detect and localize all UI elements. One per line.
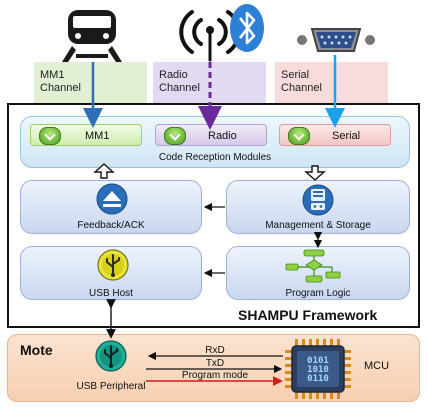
usb-peripheral-label: USB Peripheral [76, 381, 146, 392]
serial-port-icon [297, 28, 375, 52]
chip-bits-row-1: 0101 [307, 356, 329, 366]
storage-icon [302, 184, 334, 216]
program-logic-label: Program Logic [285, 288, 351, 299]
check-badge-icon [39, 127, 61, 145]
radio-module: Radio [155, 124, 267, 146]
check-badge-icon [288, 127, 310, 145]
serial-channel-label: Serial Channel [275, 62, 388, 108]
usb-icon [97, 249, 129, 281]
chip-bits-row-2: 1010 [307, 365, 329, 375]
check-badge-icon [164, 127, 186, 145]
rxd-label: RxD [205, 345, 225, 356]
txd-label: TxD [205, 358, 225, 369]
serial-module-label: Serial [332, 130, 361, 142]
train-icon [62, 10, 122, 62]
usb-peripheral-icon [95, 340, 127, 372]
usb-host-label: USB Host [89, 288, 133, 299]
mm1-module: MM1 [30, 124, 142, 146]
chip-bits-row-3: 0110 [307, 374, 329, 384]
mote-panel [7, 334, 420, 402]
eject-icon [96, 183, 128, 215]
serial-module: Serial [279, 124, 391, 146]
radio-module-label: Radio [208, 130, 237, 142]
top-icons-layer [62, 4, 375, 62]
program-mode-label: Program mode [181, 370, 249, 381]
framework-title: SHAMPU Framework [238, 307, 378, 323]
bluetooth-icon [230, 4, 264, 52]
radio-antenna-icon [179, 10, 241, 62]
mm1-module-label: MM1 [85, 130, 110, 142]
management-storage-label: Management & Storage [265, 220, 371, 231]
mm1-channel-label: MM1 Channel [34, 62, 147, 108]
mcu-chip-icon: 0101 1010 0110 [285, 339, 351, 399]
code-reception-modules-caption: Code Reception Modules [158, 152, 272, 163]
feedback-ack-label: Feedback/ACK [77, 220, 145, 231]
mcu-label: MCU [364, 360, 390, 372]
radio-channel-label: Radio Channel [153, 62, 266, 108]
mote-title: Mote [20, 342, 53, 358]
flowchart-icon [285, 249, 341, 283]
